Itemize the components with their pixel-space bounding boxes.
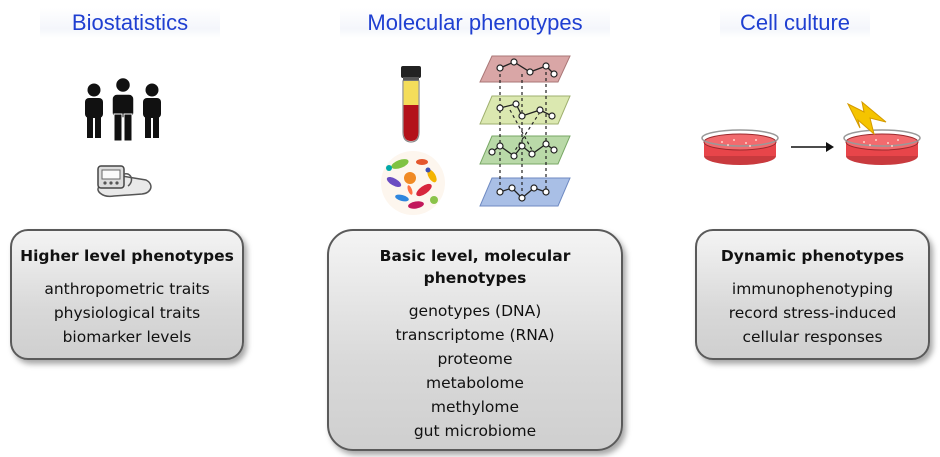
people-group-icon xyxy=(85,76,161,142)
list-item: methylome xyxy=(430,398,520,416)
box-title-line1: Basic level, molecular xyxy=(379,247,571,265)
box-title: Dynamic phenotypes xyxy=(720,247,905,265)
list-item: genotypes (DNA) xyxy=(408,302,542,320)
list-item: cellular responses xyxy=(742,328,883,346)
list-item: gut microbiome xyxy=(413,422,537,440)
higher-level-phenotypes-box: Higher level phenotypes anthropometric t… xyxy=(10,229,244,360)
microbiome-circle-icon xyxy=(381,151,445,215)
blood-pressure-monitor-icon xyxy=(97,165,152,198)
heading-cell-culture: Cell culture xyxy=(720,8,870,38)
list-item: biomarker levels xyxy=(62,328,192,346)
blood-sample-tube-icon xyxy=(401,66,421,143)
heading-biostatistics: Biostatistics xyxy=(40,8,220,38)
list-item: physiological traits xyxy=(53,304,201,322)
lightning-bolt-icon xyxy=(846,100,887,136)
heading-molecular-phenotypes: Molecular phenotypes xyxy=(340,8,610,38)
list-item: metabolome xyxy=(426,374,524,392)
list-item: record stress-induced xyxy=(728,304,897,322)
list-item: transcriptome (RNA) xyxy=(395,326,555,344)
petri-dish-icon xyxy=(843,129,921,165)
dynamic-phenotypes-box: Dynamic phenotypes immunophenotyping rec… xyxy=(695,229,930,360)
list-item: anthropometric traits xyxy=(44,280,210,298)
list-item: proteome xyxy=(437,350,513,368)
right-arrow-icon xyxy=(791,142,834,152)
box-title-line2: phenotypes xyxy=(423,269,527,287)
multilayer-network-icon xyxy=(479,55,571,207)
petri-dish-icon xyxy=(701,129,779,165)
list-item: immunophenotyping xyxy=(731,280,894,298)
box-title: Higher level phenotypes xyxy=(20,247,234,265)
molecular-phenotypes-box: Basic level, molecular phenotypes genoty… xyxy=(327,229,623,451)
